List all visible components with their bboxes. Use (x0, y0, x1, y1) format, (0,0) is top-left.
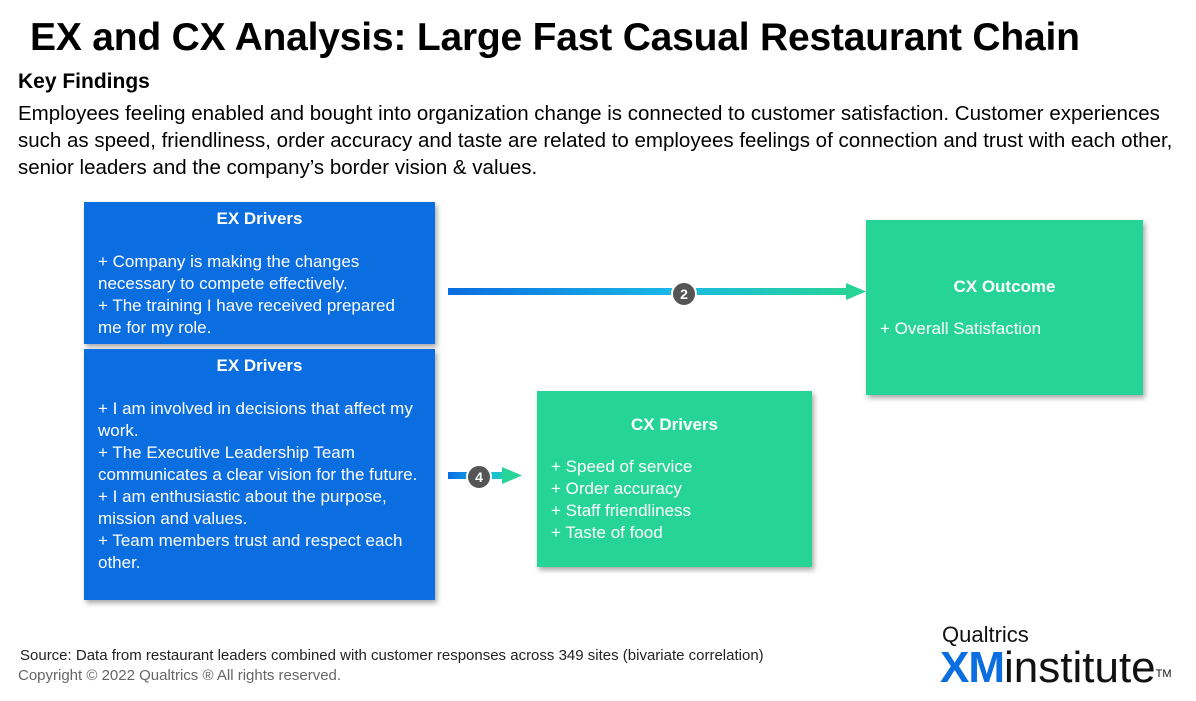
cx-outcome-box: CX Outcome + Overall Satisfaction (866, 220, 1143, 395)
logo-institute: institute (1004, 643, 1156, 692)
cx-outcome-item: + Overall Satisfaction (880, 319, 1042, 338)
ex-drivers-list: + Company is making the changes necessar… (98, 251, 421, 339)
ex-driver-item: + The Executive Leadership Team communic… (98, 443, 418, 484)
xm-institute-logo: XMinstituteTM (940, 645, 1172, 701)
page-title: EX and CX Analysis: Large Fast Casual Re… (30, 16, 1080, 59)
ex-driver-item: + The training I have received prepared … (98, 296, 395, 337)
ex-driver-item: + I am involved in decisions that affect… (98, 399, 413, 440)
cx-driver-item: + Speed of service (551, 457, 693, 476)
source-note: Source: Data from restaurant leaders com… (20, 647, 764, 664)
ex-drivers-list: + I am involved in decisions that affect… (98, 398, 421, 574)
cx-driver-item: + Taste of food (551, 523, 663, 542)
cx-outcome-title: CX Outcome (953, 277, 1056, 296)
ex-driver-item: + Team members trust and respect each ot… (98, 531, 403, 572)
qualtrics-logo-text: Qualtrics (942, 622, 1029, 647)
ex-driver-item: + Company is making the changes necessar… (98, 252, 360, 293)
logo-xm: XM (940, 643, 1005, 692)
badge-2: 2 (671, 281, 697, 307)
badge-4: 4 (466, 464, 492, 490)
badge-2-label: 2 (680, 286, 688, 302)
ex-drivers-box-1: EX Drivers + Company is making the chang… (84, 202, 435, 344)
arrow-ex-to-cx-outcome (448, 283, 866, 300)
ex-drivers-box-2: EX Drivers + I am involved in decisions … (84, 349, 435, 600)
ex-drivers-title: EX Drivers (216, 356, 303, 375)
cx-drivers-box: CX Drivers + Speed of service + Order ac… (537, 391, 812, 567)
cx-driver-item: + Order accuracy (551, 479, 682, 498)
cx-drivers-title: CX Drivers (631, 415, 718, 434)
key-findings-heading: Key Findings (18, 70, 150, 93)
cx-drivers-list: + Speed of service + Order accuracy + St… (551, 456, 798, 544)
cx-outcome-list: + Overall Satisfaction (880, 318, 1129, 340)
logo-tm: TM (1155, 668, 1172, 680)
copyright-note: Copyright © 2022 Qualtrics ® All rights … (18, 667, 342, 684)
badge-4-label: 4 (475, 469, 483, 485)
key-findings-text: Employees feeling enabled and bought int… (18, 102, 1173, 179)
ex-driver-item: + I am enthusiastic about the purpose, m… (98, 487, 387, 528)
ex-drivers-title: EX Drivers (216, 209, 303, 228)
cx-driver-item: + Staff friendliness (551, 501, 692, 520)
